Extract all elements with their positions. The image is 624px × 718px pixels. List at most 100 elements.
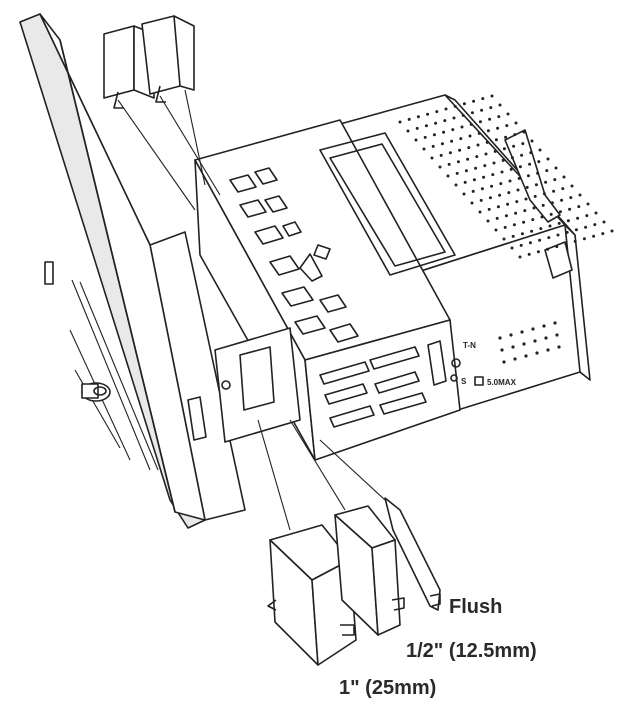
vent-hole xyxy=(490,184,494,188)
rear-dot xyxy=(511,345,515,349)
vent-hole xyxy=(544,180,548,184)
vent-hole xyxy=(488,196,492,200)
vent-hole xyxy=(492,161,496,165)
vent-hole xyxy=(454,183,458,187)
vent-hole xyxy=(530,139,534,143)
vent-hole xyxy=(574,228,578,232)
vent-hole xyxy=(526,174,530,178)
rear-dot xyxy=(522,342,526,346)
vent-hole xyxy=(511,234,515,238)
vent-hole xyxy=(533,194,537,198)
vent-hole xyxy=(586,202,590,206)
vent-hole xyxy=(553,178,557,182)
vent-hole xyxy=(502,147,506,151)
top-spacer-blocks xyxy=(103,15,221,211)
rear-dot xyxy=(520,330,524,334)
vent-hole xyxy=(468,134,472,138)
vent-hole xyxy=(592,234,596,238)
vent-hole xyxy=(475,155,479,159)
spacer-plate-flush xyxy=(384,497,441,611)
vent-hole xyxy=(566,219,570,223)
vent-hole xyxy=(540,215,544,219)
vent-hole xyxy=(522,130,526,134)
vent-hole xyxy=(536,250,540,254)
vent-hole xyxy=(430,156,434,160)
vent-hole xyxy=(558,210,562,214)
vent-hole xyxy=(486,219,490,223)
vent-hole xyxy=(478,210,482,214)
vent-hole xyxy=(442,130,446,134)
vent-hole xyxy=(585,214,589,218)
vent-hole xyxy=(406,129,410,133)
vent-hole xyxy=(520,153,524,157)
vent-hole xyxy=(576,216,580,220)
vent-hole xyxy=(439,153,443,157)
vent-hole xyxy=(539,227,543,231)
rear-dot xyxy=(509,333,513,337)
vent-hole xyxy=(554,166,558,170)
rear-dot xyxy=(533,339,537,343)
vent-hole xyxy=(470,201,474,205)
vent-hole xyxy=(488,117,492,121)
vent-hole xyxy=(531,218,535,222)
vent-hole xyxy=(524,197,528,201)
vent-hole xyxy=(510,246,514,250)
vent-hole xyxy=(532,206,536,210)
vent-hole xyxy=(484,152,488,156)
vent-hole xyxy=(440,142,444,146)
vent-hole xyxy=(509,167,513,171)
vent-hole xyxy=(568,207,572,211)
vent-hole xyxy=(507,191,511,195)
vent-hole xyxy=(466,157,470,161)
vent-hole xyxy=(538,148,542,152)
vent-hole xyxy=(444,107,448,111)
vent-hole xyxy=(446,174,450,178)
vent-hole xyxy=(498,193,502,197)
vent-hole xyxy=(469,122,473,126)
vent-hole xyxy=(520,232,524,236)
vent-hole xyxy=(471,189,475,193)
vent-hole xyxy=(550,201,554,205)
vent-hole xyxy=(497,115,501,119)
vent-hole xyxy=(506,112,510,116)
vent-hole xyxy=(432,133,436,137)
vent-hole xyxy=(477,131,481,135)
vent-hole xyxy=(482,175,486,179)
vent-hole xyxy=(528,162,532,166)
bottom-spacer-blocks xyxy=(257,419,441,666)
vent-hole xyxy=(407,117,411,121)
vent-hole xyxy=(573,239,577,243)
vent-hole xyxy=(415,126,419,130)
vent-hole xyxy=(459,137,463,141)
vent-hole xyxy=(512,144,516,148)
vent-hole xyxy=(495,216,499,220)
vent-hole xyxy=(499,182,503,186)
vent-hole xyxy=(398,120,402,124)
vent-hole xyxy=(523,209,527,213)
marking-tn: T-N xyxy=(463,341,476,350)
vent-hole xyxy=(534,183,538,187)
vent-hole xyxy=(474,166,478,170)
unit-markings: T-N S 5.0MAX xyxy=(450,341,517,387)
sleeve-tabs xyxy=(229,167,359,343)
rear-dot xyxy=(557,345,561,349)
vent-hole xyxy=(517,176,521,180)
vent-hole xyxy=(463,180,467,184)
vent-hole xyxy=(451,128,455,132)
vent-hole xyxy=(461,113,465,117)
vent-hole xyxy=(601,232,605,236)
vent-hole xyxy=(472,178,476,182)
vent-hole xyxy=(438,165,442,169)
vent-hole xyxy=(508,179,512,183)
vent-hole xyxy=(458,148,462,152)
vent-hole xyxy=(431,144,435,148)
vent-hole xyxy=(452,116,456,120)
spacer-block-half-in xyxy=(334,505,405,636)
vent-hole xyxy=(547,236,551,240)
vent-hole xyxy=(542,192,546,196)
vent-hole xyxy=(493,149,497,153)
vent-hole xyxy=(519,243,523,247)
vent-hole xyxy=(496,126,500,130)
vent-hole xyxy=(512,223,516,227)
vent-hole xyxy=(514,121,518,125)
